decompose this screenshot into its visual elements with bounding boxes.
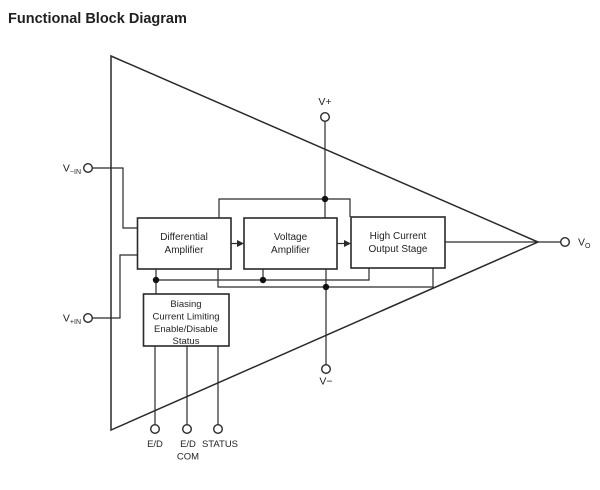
block-label: Amplifier xyxy=(165,245,205,256)
terminal-v-minus-icon xyxy=(321,364,332,375)
junction-dot xyxy=(322,283,330,291)
block-label: Status xyxy=(173,336,200,347)
terminal-v-plus-icon xyxy=(320,111,331,122)
junction-dot xyxy=(259,276,267,284)
block-label: Enable/Disable xyxy=(154,324,218,335)
pin-label-ed-com-2: COM xyxy=(177,452,199,463)
block-label: Current Limiting xyxy=(152,312,219,323)
terminal-ed-com-icon xyxy=(181,424,192,435)
pin-label-ed: E/D xyxy=(147,439,163,450)
page-title: Functional Block Diagram xyxy=(8,11,187,27)
terminal-v-out-icon xyxy=(560,236,571,247)
block-outline xyxy=(142,293,230,347)
block-label: Voltage xyxy=(274,232,308,243)
block-label: Differential xyxy=(160,232,208,243)
block-label: Output Stage xyxy=(369,244,428,255)
junction-dot xyxy=(321,195,329,203)
wire-v-in-pos xyxy=(92,254,138,319)
pin-label-ed-com: E/D xyxy=(180,439,196,450)
block-outline xyxy=(136,217,232,270)
terminal-v-in-pos-icon xyxy=(82,313,93,324)
arrowhead-da-to-va-icon xyxy=(237,240,244,247)
terminal-ed-icon xyxy=(149,424,160,435)
wire-v-in-neg xyxy=(92,167,138,229)
pin-label-v-plus: V+ xyxy=(318,96,331,108)
wire-v-plus-rail xyxy=(218,198,351,218)
block-label: Biasing xyxy=(170,299,201,310)
block-high-current-output-stage: High Current Output Stage xyxy=(350,216,446,269)
block-label: Amplifier xyxy=(271,245,311,256)
arrowhead-va-to-hcos-icon xyxy=(344,240,351,247)
terminal-v-in-neg-icon xyxy=(82,162,93,173)
junction-dot xyxy=(152,276,160,284)
block-differential-amplifier: Differential Amplifier xyxy=(136,217,232,270)
pin-label-v-out: VO xyxy=(578,237,591,251)
terminal-status-icon xyxy=(212,424,223,435)
pin-label-status: STATUS xyxy=(202,439,238,450)
pin-label-v-in-pos: V+IN xyxy=(63,313,81,327)
pin-label-v-in-neg: V−IN xyxy=(63,163,81,177)
block-biasing: Biasing Current Limiting Enable/Disable … xyxy=(142,293,230,347)
block-voltage-amplifier: Voltage Amplifier xyxy=(243,217,338,270)
wire-lower-rail-1 xyxy=(156,268,370,281)
pin-label-v-minus: V− xyxy=(319,376,332,388)
block-outline xyxy=(350,216,446,269)
block-label: High Current xyxy=(370,231,427,242)
block-outline xyxy=(243,217,338,270)
